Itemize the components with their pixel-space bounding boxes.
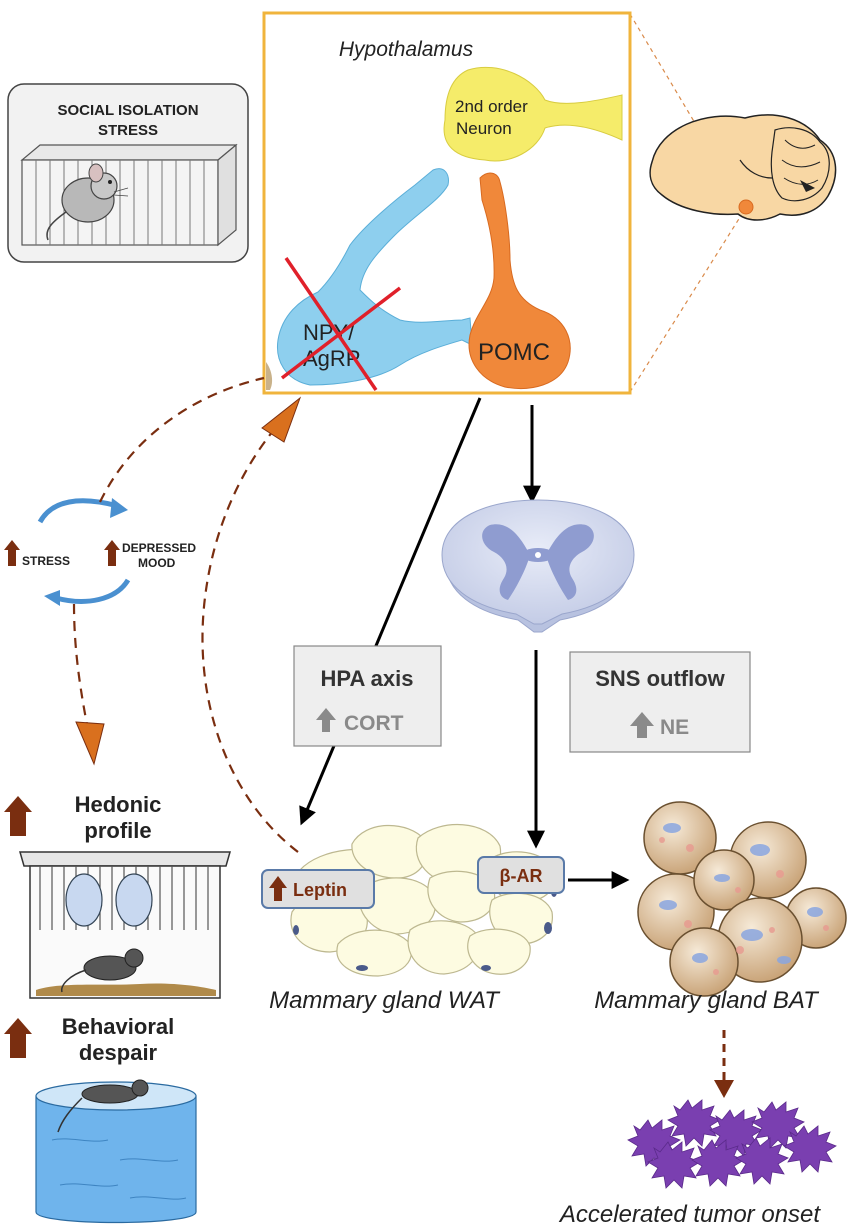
beta-ar-label: β-AR: [500, 866, 543, 886]
sns-outflow-title: SNS outflow: [595, 666, 725, 691]
hedonic-profile-section: Hedonic profile: [4, 792, 231, 999]
mouse-swimming-icon: [57, 1079, 149, 1133]
hedonic-label-2: profile: [84, 818, 151, 843]
hypothalamus-location-marker: [738, 199, 754, 215]
tissue-edge: [266, 362, 273, 390]
dashed-feedback-arrows: [72, 376, 299, 853]
bat-to-tumor-arrow: [714, 1030, 734, 1098]
social-isolation-label-2: STRESS: [98, 122, 158, 139]
despair-label-2: despair: [79, 1040, 158, 1065]
tumor-label: Accelerated tumor onset: [558, 1201, 821, 1228]
hedonic-up-arrow-icon: [4, 796, 32, 836]
mouse-drinking-icon: [61, 948, 144, 993]
pomc-neuron: POMC: [468, 172, 571, 390]
stress-label: STRESS: [22, 554, 70, 568]
hypothalamus-title: Hypothalamus: [339, 38, 474, 61]
stress-up-arrow-icon: [4, 540, 20, 566]
social-isolation-label-1: SOCIAL ISOLATION: [57, 102, 198, 119]
hpa-arrow: [299, 397, 482, 826]
hpa-axis-box: HPA axis CORT: [293, 645, 442, 747]
spinal-cord-icon: [441, 499, 635, 633]
leptin-up-arrow-icon: [269, 876, 287, 901]
depressed-label-2: MOOD: [138, 556, 176, 570]
second-order-neuron: 2nd order Neuron: [443, 66, 623, 162]
sns-outflow-box: SNS outflow NE: [569, 651, 751, 753]
stress-mood-cycle: STRESS DEPRESSED MOOD: [4, 498, 196, 606]
ne-up-arrow-icon: [630, 712, 654, 738]
bat-label: Mammary gland BAT: [594, 987, 820, 1014]
zoom-lines: [629, 13, 743, 393]
hedonic-label-1: Hedonic: [75, 792, 162, 817]
despair-up-arrow-icon: [4, 1018, 32, 1058]
depressed-up-arrow-icon: [104, 540, 120, 566]
social-isolation-panel: SOCIAL ISOLATION STRESS: [7, 83, 249, 263]
pomc-label: POMC: [478, 339, 550, 366]
leptin-to-hypothalamus-arrowhead: [261, 396, 302, 443]
hypothalamus-panel: Hypothalamus 2nd order Neuron NPY/ AgRP …: [262, 11, 632, 395]
leptin-label: Leptin: [293, 880, 347, 900]
sucrose-cage-icon: [19, 851, 231, 999]
cort-label: CORT: [344, 712, 404, 735]
mouse-icon: [46, 163, 129, 241]
second-order-neuron-label-2: Neuron: [456, 119, 512, 138]
forced-swim-cylinder-icon: [35, 1079, 197, 1224]
ne-label: NE: [660, 716, 689, 739]
bat-adipocyte-cluster: [637, 801, 847, 997]
hpa-axis-title: HPA axis: [321, 666, 414, 691]
behavioral-despair-section: Behavioral despair: [4, 1014, 197, 1224]
despair-label-1: Behavioral: [62, 1014, 175, 1039]
beta-ar-badge: β-AR: [477, 856, 565, 894]
brain-icon: [649, 114, 837, 221]
cycle-to-behavior-arrowhead: [75, 721, 105, 766]
leptin-badge: Leptin: [261, 869, 375, 909]
cage-icon: [20, 143, 238, 247]
depressed-label-1: DEPRESSED: [122, 541, 196, 555]
cort-up-arrow-icon: [316, 708, 336, 732]
second-order-neuron-label-1: 2nd order: [455, 97, 528, 116]
tumor-cluster-icon: [627, 1099, 837, 1189]
npy-agrp-label-2: AgRP: [303, 346, 360, 371]
inhibition-cross-icon: [280, 257, 402, 391]
wat-label: Mammary gland WAT: [269, 987, 501, 1014]
